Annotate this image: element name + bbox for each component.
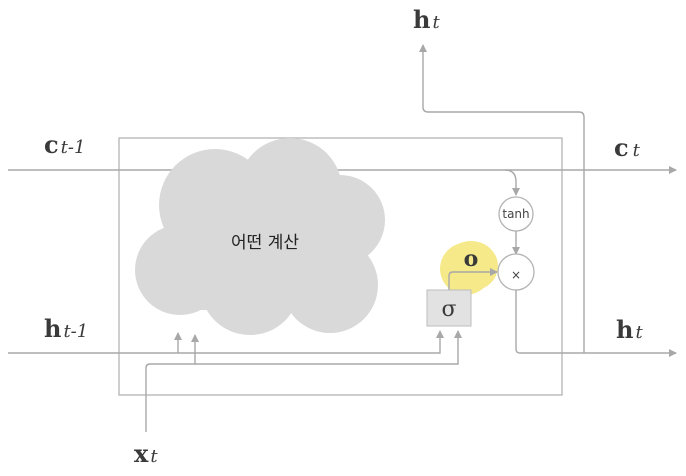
h-top-line (419, 44, 585, 353)
tanh-label: tanh (502, 207, 529, 221)
sigma-box (426, 289, 472, 327)
x-to-cloud (145, 334, 199, 432)
h-prev-to-sigma (178, 330, 444, 354)
output-gate-label: o (464, 246, 479, 272)
x-to-sigma (195, 330, 462, 365)
sigma-label: σ (441, 297, 456, 322)
output-gate-highlight-fill (444, 241, 498, 291)
computation-cloud (135, 138, 385, 335)
cloud-text: 어떤 계산 (231, 233, 299, 253)
sigma-to-multiply (448, 268, 498, 290)
multiply-label: × (511, 268, 521, 282)
h-out-line (515, 290, 677, 357)
cell-box (118, 137, 563, 396)
cell-to-tanh (504, 169, 520, 196)
